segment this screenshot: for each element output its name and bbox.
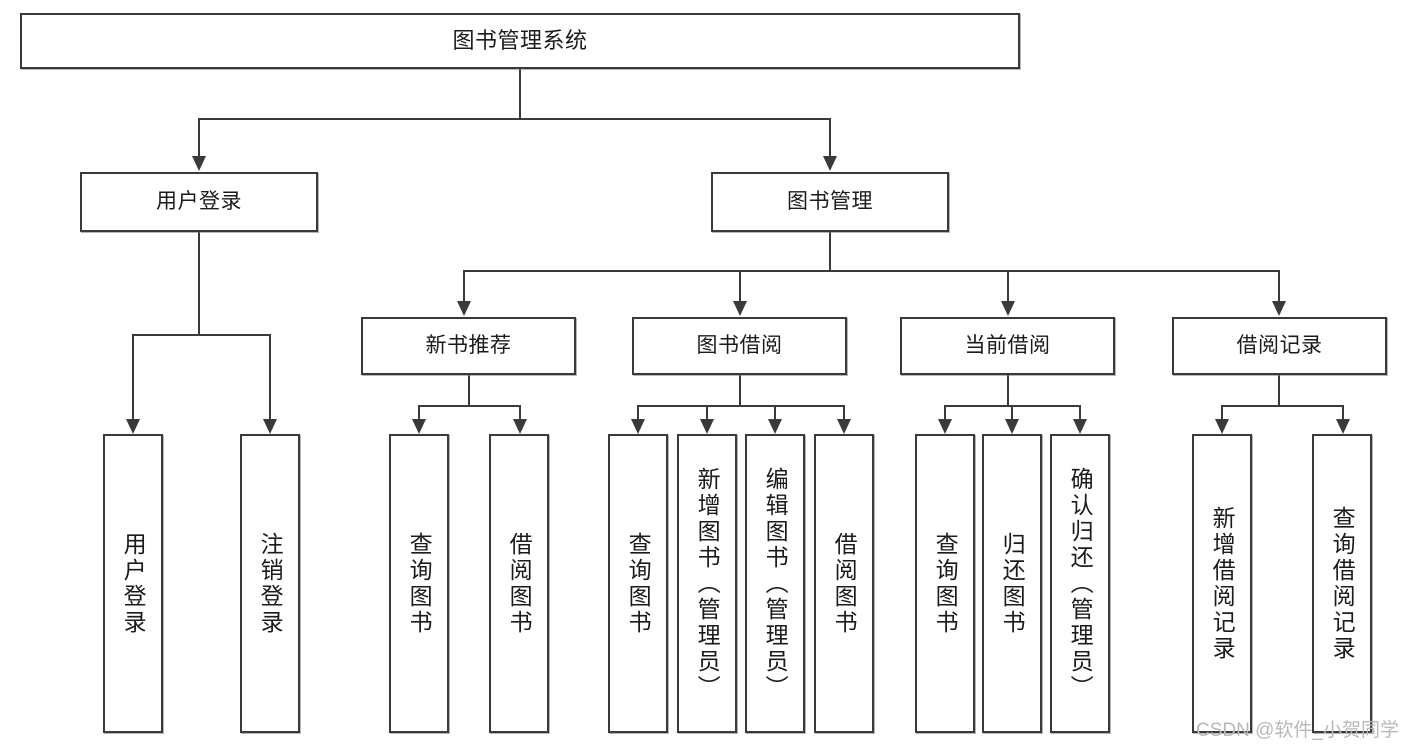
node-borrow-record[interactable]: 借阅记录 [1172,317,1387,375]
arrow-leaf-current-borrow-1 [1005,419,1019,434]
node-root-book-management-system[interactable]: 图书管理系统 [20,13,1020,69]
arrow-book-borrow [733,301,747,316]
node-label: 当前借阅 [964,334,1051,358]
leaf-book-borrow-0[interactable]: 查询图书 [608,434,668,733]
edge-bus-level2 [198,118,831,120]
edge-new-book-stem [468,375,470,407]
node-label: 图书管理系统 [452,27,588,53]
arrow-leaf-borrow-record-0 [1215,419,1229,434]
edge-drop-book-manage [829,118,831,156]
edge-bus-level3 [463,270,1280,272]
leaf-borrow-record-0[interactable]: 新增借阅记录 [1192,434,1252,733]
edge-drop-leaf-book-borrow-0 [637,405,639,421]
node-book-management[interactable]: 图书管理 [711,172,949,232]
leaf-book-borrow-3[interactable]: 借阅图书 [814,434,874,733]
node-label: 用户登录 [120,531,147,636]
node-label: 借阅图书 [506,531,533,636]
edge-drop-leaf-new-book-1 [519,405,521,421]
arrow-leaf-book-borrow-2 [768,419,782,434]
edge-drop-leaf-current-borrow-0 [944,405,946,421]
edge-book-borrow-stem [739,375,741,407]
arrow-leaf-user-login-0 [126,419,140,434]
leaf-borrow-record-1[interactable]: 查询借阅记录 [1312,434,1372,733]
edge-drop-leaf-book-borrow-2 [774,405,776,421]
node-current-borrow[interactable]: 当前借阅 [900,317,1115,375]
edge-drop-book-borrow [739,270,741,302]
arrow-user-login [192,156,206,171]
edge-drop-user-login [198,118,200,156]
csdn-watermark: CSDN @软件_小贺同学 [1196,720,1399,741]
arrow-leaf-book-borrow-1 [700,419,714,434]
arrow-leaf-new-book-0 [412,419,426,434]
edge-drop-leaf-book-borrow-3 [843,405,845,421]
edge-drop-new-book [463,270,465,302]
edge-bus-book-borrow [637,405,843,407]
arrow-book-manage [823,156,837,171]
leaf-new-book-recommend-1[interactable]: 借阅图书 [489,434,549,733]
edge-book-manage-stem [829,232,831,271]
arrow-borrow-record [1272,301,1286,316]
node-label: 新书推荐 [425,334,512,358]
node-user-login[interactable]: 用户登录 [80,172,318,232]
edge-drop-leaf-new-book-0 [418,405,420,421]
node-label: 用户登录 [156,190,242,214]
edge-bus-borrow-record [1221,405,1343,407]
node-label: 查询图书 [406,531,433,636]
arrow-leaf-new-book-1 [513,419,527,434]
node-new-book-recommend[interactable]: 新书推荐 [361,317,576,375]
node-label: 归还图书 [999,531,1026,636]
arrow-leaf-book-borrow-0 [631,419,645,434]
leaf-user-login-1[interactable]: 注销登录 [240,434,300,733]
edge-bus-new-book [418,405,519,407]
edge-drop-current-borrow [1007,270,1009,302]
arrow-leaf-user-login-1 [263,419,277,434]
arrow-leaf-book-borrow-3 [837,419,851,434]
edge-drop-leaf-borrow-record-0 [1221,405,1223,421]
arrow-leaf-borrow-record-1 [1336,419,1350,434]
edge-drop-leaf-borrow-record-1 [1342,405,1344,421]
leaf-book-borrow-1[interactable]: 新增图书（管理员） [677,434,737,733]
arrow-current-borrow [1001,301,1015,316]
leaf-current-borrow-0[interactable]: 查询图书 [915,434,975,733]
node-label: 查询图书 [932,531,959,636]
edge-borrow-record-stem [1278,375,1280,407]
arrow-leaf-current-borrow-0 [938,419,952,434]
node-label: 借阅记录 [1236,334,1323,358]
leaf-book-borrow-2[interactable]: 编辑图书（管理员） [745,434,805,733]
edge-current-borrow-stem [1007,375,1009,407]
node-label: 图书借阅 [696,334,783,358]
arrow-leaf-current-borrow-2 [1073,419,1087,434]
edge-drop-leaf-book-borrow-1 [706,405,708,421]
leaf-new-book-recommend-0[interactable]: 查询图书 [389,434,449,733]
node-book-borrow[interactable]: 图书借阅 [632,317,847,375]
edge-drop-leaf-user-login-1 [269,334,271,420]
node-label: 图书管理 [787,190,873,214]
leaf-user-login-0[interactable]: 用户登录 [103,434,163,733]
node-label: 借阅图书 [831,531,858,636]
edge-drop-borrow-record [1278,270,1280,302]
edge-root-stem [519,69,521,120]
node-label: 查询借阅记录 [1329,505,1356,662]
edge-user-login-stem [198,232,200,335]
node-label: 新增图书（管理员） [694,466,721,701]
node-label: 确认归还（管理员） [1067,466,1094,701]
leaf-current-borrow-1[interactable]: 归还图书 [982,434,1042,733]
node-label: 注销登录 [257,531,284,636]
leaf-current-borrow-2[interactable]: 确认归还（管理员） [1050,434,1110,733]
edge-bus-user-login [132,334,269,336]
edge-drop-leaf-current-borrow-2 [1079,405,1081,421]
node-label: 查询图书 [625,531,652,636]
arrow-new-book-recommend [457,301,471,316]
edge-drop-leaf-current-borrow-1 [1011,405,1013,421]
node-label: 编辑图书（管理员） [762,466,789,701]
node-label: 新增借阅记录 [1209,505,1236,662]
edge-drop-leaf-user-login-0 [132,334,134,420]
